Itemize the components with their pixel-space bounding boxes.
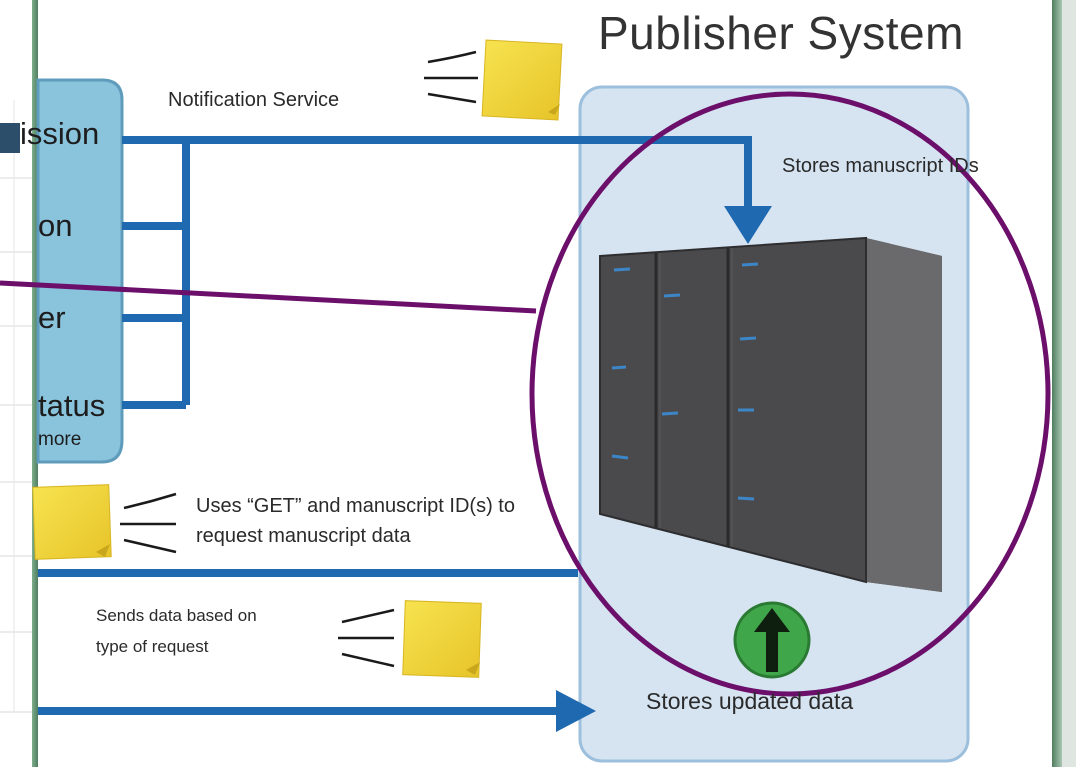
connector-lines xyxy=(38,136,752,715)
get-request-label-1: Uses “GET” and manuscript ID(s) to xyxy=(196,495,515,517)
left-system-panel xyxy=(0,78,124,464)
down-arrowhead xyxy=(724,206,772,244)
motion-lines-icon xyxy=(338,608,395,668)
left-panel-item-submission: ission xyxy=(20,116,100,151)
notification-line xyxy=(122,136,752,210)
motion-lines-icon xyxy=(424,50,478,104)
diagram-title: Publisher System xyxy=(598,7,964,59)
left-panel-item-on: on xyxy=(38,208,73,243)
stores-ids-label: Stores manuscript IDs xyxy=(782,155,979,177)
get-request-label-2: request manuscript data xyxy=(196,525,411,547)
motion-lines-icon xyxy=(120,492,177,554)
sends-data-label-1: Sends data based on xyxy=(96,606,257,625)
left-panel-header-bar xyxy=(0,123,20,153)
right-arrowhead xyxy=(556,690,596,732)
sticky-note-icon xyxy=(32,484,112,560)
highlight-circle xyxy=(529,91,1051,697)
left-panel-item-er: er xyxy=(38,300,66,335)
up-arrow-icon xyxy=(733,601,811,679)
notification-service-label: Notification Service xyxy=(168,89,340,111)
stores-updated-label: Stores updated data xyxy=(646,688,854,714)
purple-connector xyxy=(0,280,537,314)
frame-left-edge xyxy=(32,0,38,767)
frame-right-edge xyxy=(1052,0,1062,767)
server-rack-icon xyxy=(599,236,942,592)
left-panel-more: more xyxy=(38,429,82,450)
frame-right-shadow xyxy=(1062,0,1076,767)
left-table-fragment xyxy=(0,100,32,713)
sends-data-label-2: type of request xyxy=(96,637,209,656)
sticky-note-icon xyxy=(481,39,563,121)
sticky-note-icon xyxy=(402,600,482,678)
left-panel-item-status: tatus xyxy=(38,388,106,423)
